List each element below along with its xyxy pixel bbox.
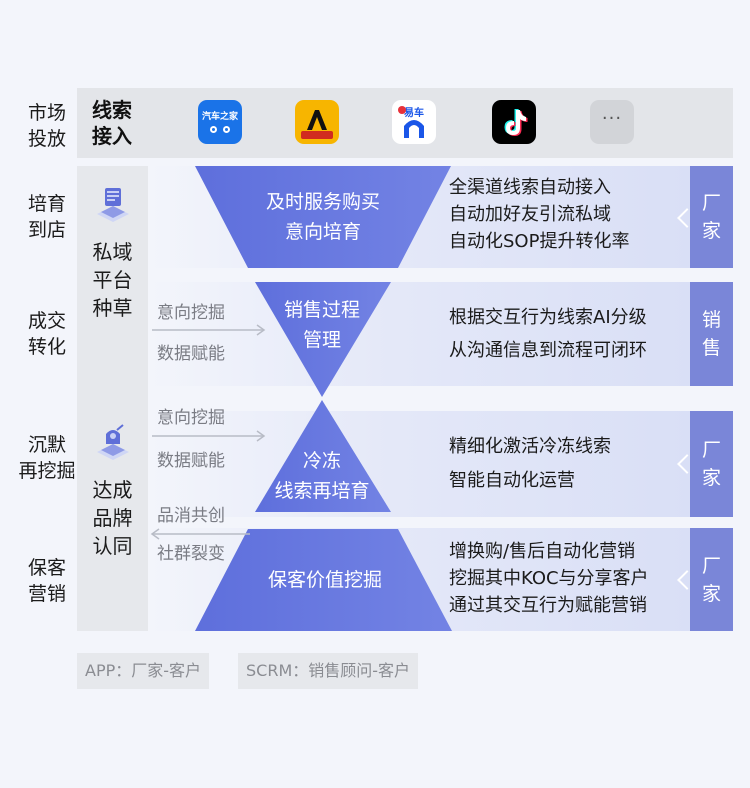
role-sales: 销售 (690, 282, 733, 386)
band-nurture-text: 全渠道线索自动接入 自动加好友引流私域 自动化SOP提升转化率 (449, 177, 630, 252)
legend-app: APP：厂家-客户 (77, 653, 210, 689)
label-community-fission: 社群裂变 (157, 544, 225, 564)
stage-deal-conversion: 成交 转化 (27, 310, 66, 358)
funnel-text-conversion: 销售过程 管理 (283, 299, 360, 351)
stage-silent-remine: 沉默 再挖掘 (18, 434, 76, 482)
lead-source-bar: 线索 接入 汽车之家 易车 ··· (77, 88, 733, 158)
band-remine-text: 精细化激活冷冻线索 智能自动化运营 (449, 436, 611, 491)
band-conversion (150, 282, 690, 386)
more-icon[interactable]: ··· (590, 100, 634, 144)
private-seeding-text: 私域 平台 种草 (92, 240, 133, 320)
legend-scrm: SCRM：销售顾问-客户 (238, 653, 419, 689)
tiktok-app-icon[interactable] (492, 100, 536, 144)
private-platform-icon (97, 188, 129, 222)
autohome-app-icon[interactable]: 汽车之家 (198, 100, 242, 144)
band-retention-text: 增换购/售后自动化营销 挖掘其中KOC与分享客户 通过其交互行为赋能营销 (449, 541, 649, 616)
label-intent-mining-1: 意向挖掘 (157, 303, 225, 323)
label-data-enable-1: 数据赋能 (157, 344, 225, 364)
yiche-car-app-icon[interactable] (295, 100, 339, 144)
lead-source-title: 线索 接入 (92, 98, 132, 148)
stage-retention-marketing: 保客 营销 (27, 557, 66, 605)
yiche-app-icon[interactable]: 易车 (392, 100, 436, 144)
role-manufacturer-1: 厂家 (690, 166, 733, 268)
band-remine (150, 411, 690, 517)
brand-recognition-text: 达成 品牌 认同 (92, 478, 133, 558)
role-manufacturer-2: 厂家 (690, 411, 733, 517)
label-co-creation: 品消共创 (157, 506, 225, 526)
role-manufacturer-3: 厂家 (690, 528, 733, 631)
funnel-text-retention: 保客价值挖掘 (267, 569, 382, 591)
private-domain-column: 私域 平台 种草 达成 品牌 认同 (77, 166, 148, 631)
funnel-stage-remine (255, 400, 391, 512)
label-intent-mining-2: 意向挖掘 (157, 408, 225, 428)
label-data-enable-2: 数据赋能 (157, 451, 225, 471)
stage-market-launch: 市场 投放 (27, 102, 66, 150)
funnel-text-remine: 冷冻 线索再培育 (274, 450, 370, 502)
funnel-stage-retention (195, 529, 452, 631)
funnel-text-nurture: 及时服务购买 意向培育 (265, 191, 380, 243)
band-conversion-text: 根据交互行为线索AI分级 从沟通信息到流程可闭环 (449, 307, 647, 361)
funnel-stage-conversion (255, 282, 391, 397)
stage-nurture-visit: 培育 到店 (27, 193, 66, 241)
brand-platform-icon (97, 424, 129, 460)
funnel-stage-nurture (195, 166, 451, 268)
